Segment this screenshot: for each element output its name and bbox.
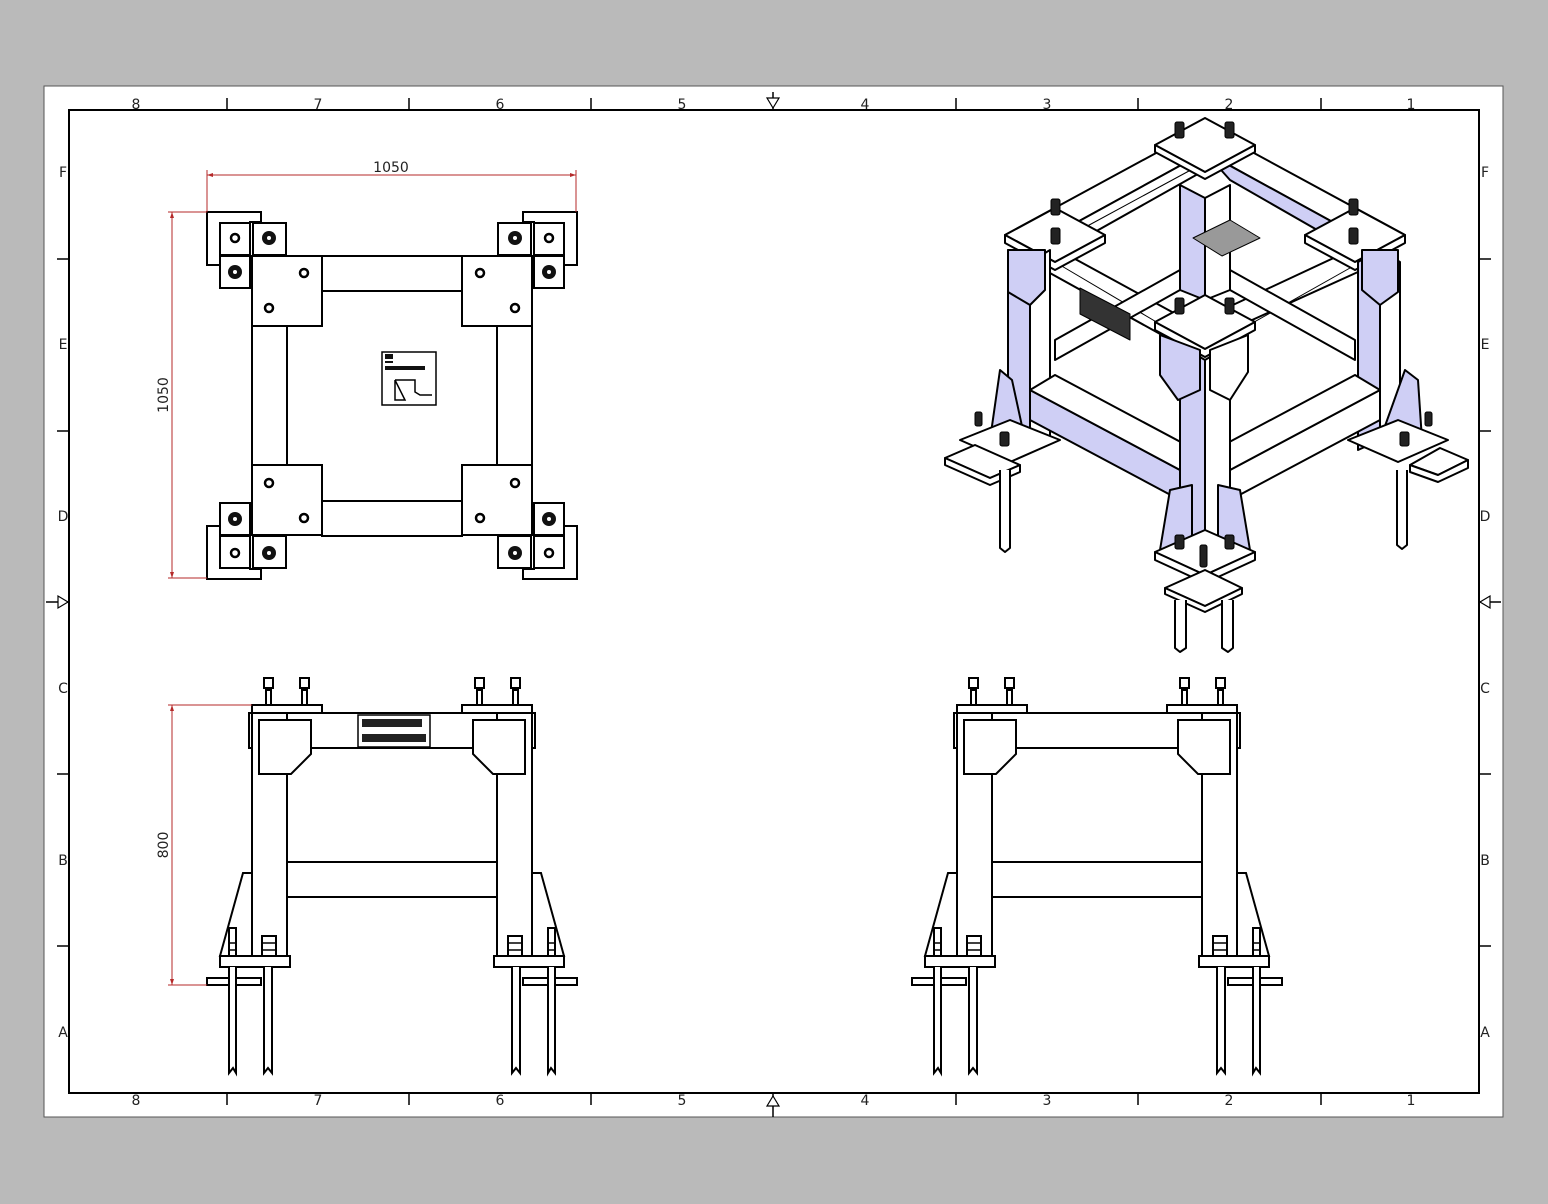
column-label: 2	[1225, 97, 1234, 113]
row-label: C	[1480, 681, 1490, 697]
front-view: 800	[156, 678, 577, 1073]
isometric-anchor-nuts	[974, 411, 1433, 568]
column-labels-bottom: 8 7 6 5 4 3 2 1	[132, 1093, 1416, 1109]
column-label: 8	[132, 1093, 141, 1109]
top-center-arrow-icon	[765, 97, 781, 110]
row-label: F	[59, 165, 67, 181]
row-label: B	[58, 853, 68, 869]
row-label: A	[58, 1025, 68, 1041]
centering-arrows	[57, 97, 1491, 1107]
dimension-label: 1050	[156, 377, 172, 413]
column-label: 8	[132, 97, 141, 113]
column-label: 5	[678, 97, 687, 113]
bottom-center-arrow-icon	[765, 1094, 781, 1107]
row-label: C	[58, 681, 68, 697]
column-label: 1	[1407, 97, 1416, 113]
row-labels-right: F E D C B A	[1480, 165, 1491, 1041]
column-label: 3	[1043, 1093, 1052, 1109]
column-label: 7	[314, 1093, 323, 1109]
front-nameplate	[357, 714, 431, 748]
isometric-view	[944, 117, 1469, 653]
row-label: E	[59, 337, 68, 353]
dimension-width: 1050	[206, 160, 577, 212]
row-label: E	[1481, 337, 1490, 353]
dimension-depth: 1050	[156, 211, 207, 579]
row-label: B	[1480, 853, 1490, 869]
row-labels-left: F E D C B A	[58, 165, 69, 1041]
column-label: 4	[861, 1093, 870, 1109]
row-label: F	[1481, 165, 1489, 181]
row-label: D	[58, 509, 69, 525]
column-label: 2	[1225, 1093, 1234, 1109]
left-center-arrow-icon	[57, 594, 70, 610]
column-label: 4	[861, 97, 870, 113]
isometric-bolts	[1050, 121, 1359, 315]
column-label: 6	[496, 1093, 505, 1109]
dimension-height: 800	[156, 704, 252, 986]
column-label: 5	[678, 1093, 687, 1109]
top-view: 1050 1050	[156, 160, 579, 581]
nameplate-logo	[381, 351, 437, 406]
column-label: 3	[1043, 97, 1052, 113]
column-label: 6	[496, 97, 505, 113]
row-label: A	[1480, 1025, 1490, 1041]
isometric-nameplate	[1079, 287, 1131, 341]
dimension-label: 800	[156, 832, 172, 859]
column-label: 7	[314, 97, 323, 113]
dimension-label: 1050	[373, 160, 409, 176]
row-label: D	[1480, 509, 1491, 525]
column-labels-top: 8 7 6 5 4 3 2 1	[132, 97, 1416, 113]
column-label: 1	[1407, 1093, 1416, 1109]
isometric-logo-plate	[1192, 219, 1261, 257]
right-center-arrow-icon	[1478, 594, 1491, 610]
